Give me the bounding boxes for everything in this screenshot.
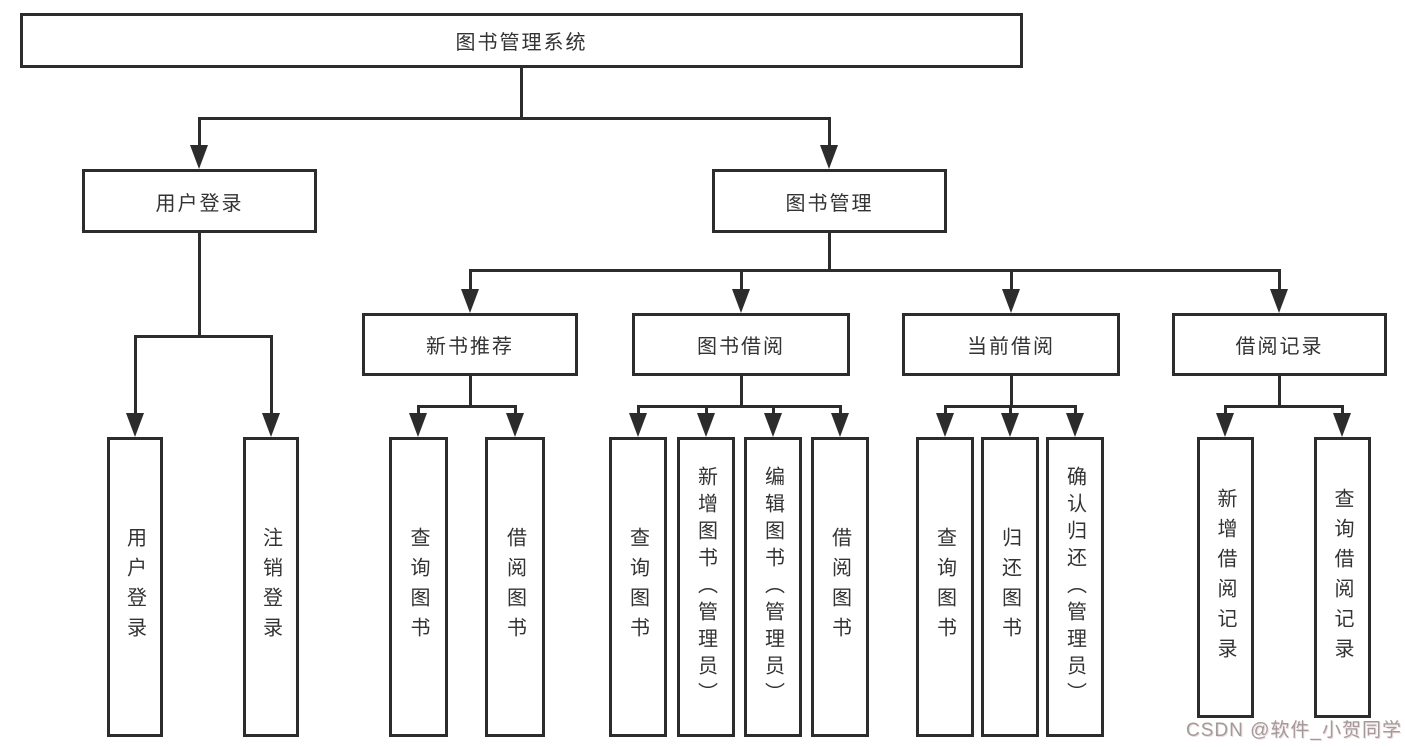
leaf-br-query-record: 查询借阅记录 [1314, 437, 1371, 718]
leaf-rec-borrow-book: 借阅图书 [485, 437, 545, 737]
leaf-rec-query-book: 查询图书 [389, 437, 448, 737]
connector-root-stem [520, 68, 523, 120]
leaf-cb-query-book: 查询图书 [916, 437, 974, 737]
connector-drop [469, 269, 472, 293]
connector-drop [839, 405, 842, 417]
leaf-user-login: 用户登录 [107, 437, 163, 737]
connector-drop [1074, 405, 1077, 417]
connector-drop [417, 405, 420, 417]
arrow-down-icon [126, 413, 144, 437]
leaf-rec-query-book-label: 查询图书 [407, 527, 429, 647]
leaf-bb-query-book-label: 查询图书 [626, 527, 649, 647]
leaf-cb-query-book-label: 查询图书 [933, 527, 956, 647]
arrow-down-icon [1333, 413, 1351, 437]
connector-bookborrow-stem [740, 376, 743, 408]
arrow-down-icon [1002, 289, 1020, 313]
leaf-br-query-record-label: 查询借阅记录 [1331, 487, 1353, 668]
arrow-down-icon [190, 145, 208, 169]
connector-l2-hline [469, 269, 1281, 272]
connector-newbookrec-hline [417, 405, 517, 408]
arrow-down-icon [1270, 289, 1288, 313]
arrow-down-icon [506, 413, 524, 437]
leaf-bb-query-book: 查询图书 [609, 437, 667, 737]
leaf-logout: 注销登录 [243, 437, 299, 737]
connector-l1-drop-right [828, 117, 831, 147]
node-current-borrow: 当前借阅 [902, 313, 1120, 376]
connector-drop [1341, 405, 1344, 417]
node-user-login-label: 用户登录 [155, 192, 244, 215]
arrow-down-icon [831, 413, 849, 437]
connector-borrowrecord-hline [1224, 405, 1343, 408]
arrow-down-icon [629, 413, 647, 437]
connector-l1-drop-left [198, 117, 201, 147]
connector-drop [772, 405, 775, 417]
arrow-down-icon [461, 289, 479, 313]
connector-userlogin-hline [134, 335, 273, 338]
leaf-bb-edit-book: 编辑图书（管理员） [744, 437, 802, 737]
connector-newbookrec-stem [469, 376, 472, 408]
node-current-borrow-label: 当前借阅 [967, 336, 1055, 358]
leaf-rec-borrow-book-label: 借阅图书 [503, 527, 526, 647]
connector-l1-hline [198, 117, 831, 120]
arrow-down-icon [1216, 413, 1234, 437]
connector-drop [1010, 269, 1013, 293]
leaf-cb-confirm-return: 确认归还（管理员） [1046, 437, 1104, 737]
connector-drop [514, 405, 517, 417]
leaf-bb-edit-book-label: 编辑图书（管理员） [761, 465, 784, 709]
leaf-cb-confirm-return-label: 确认归还（管理员） [1063, 465, 1086, 709]
leaf-bb-add-book: 新增图书（管理员） [677, 437, 735, 737]
connector-drop [1278, 269, 1281, 293]
connector-drop [270, 335, 273, 415]
leaf-br-add-record-label: 新增借阅记录 [1214, 487, 1236, 668]
connector-drop [705, 405, 708, 417]
node-book-mgmt: 图书管理 [712, 169, 947, 233]
connector-bookmgmt-stem [828, 233, 831, 272]
leaf-cb-return-book: 归还图书 [981, 437, 1039, 737]
arrow-down-icon [262, 413, 280, 437]
node-user-login: 用户登录 [82, 169, 317, 233]
node-borrow-record-label: 借阅记录 [1235, 336, 1324, 358]
arrow-down-icon [1001, 413, 1019, 437]
arrow-down-icon [936, 413, 954, 437]
connector-drop [1224, 405, 1227, 417]
connector-drop [944, 405, 947, 417]
node-new-book-rec: 新书推荐 [362, 313, 578, 376]
leaf-logout-label: 注销登录 [259, 527, 282, 647]
connector-bookborrow-hline [637, 405, 841, 408]
node-root-label: 图书管理系统 [455, 32, 588, 54]
node-book-borrow: 图书借阅 [632, 313, 850, 376]
arrow-down-icon [820, 145, 838, 169]
leaf-bb-borrow-book-label: 借阅图书 [828, 527, 851, 647]
connector-drop [637, 405, 640, 417]
arrow-down-icon [697, 413, 715, 437]
node-book-mgmt-label: 图书管理 [785, 192, 874, 215]
connector-drop [740, 269, 743, 293]
connector-drop [1009, 405, 1012, 417]
connector-borrowrecord-stem [1278, 376, 1281, 408]
arrow-down-icon [732, 289, 750, 313]
node-book-borrow-label: 图书借阅 [697, 336, 785, 358]
connector-currentborrow-stem [1010, 376, 1013, 408]
arrow-down-icon [764, 413, 782, 437]
leaf-cb-return-book-label: 归还图书 [998, 527, 1021, 647]
csdn-watermark: CSDN @软件_小贺同学 [1186, 720, 1402, 741]
node-borrow-record: 借阅记录 [1172, 313, 1387, 376]
arrow-down-icon [409, 413, 427, 437]
leaf-bb-add-book-label: 新增图书（管理员） [694, 465, 717, 709]
leaf-br-add-record: 新增借阅记录 [1197, 437, 1254, 718]
connector-userlogin-stem [198, 233, 201, 338]
arrow-down-icon [1066, 413, 1084, 437]
leaf-bb-borrow-book: 借阅图书 [811, 437, 869, 737]
connector-drop [134, 335, 137, 415]
node-new-book-rec-label: 新书推荐 [426, 336, 514, 358]
leaf-user-login-label: 用户登录 [123, 527, 146, 647]
node-root: 图书管理系统 [20, 13, 1023, 68]
